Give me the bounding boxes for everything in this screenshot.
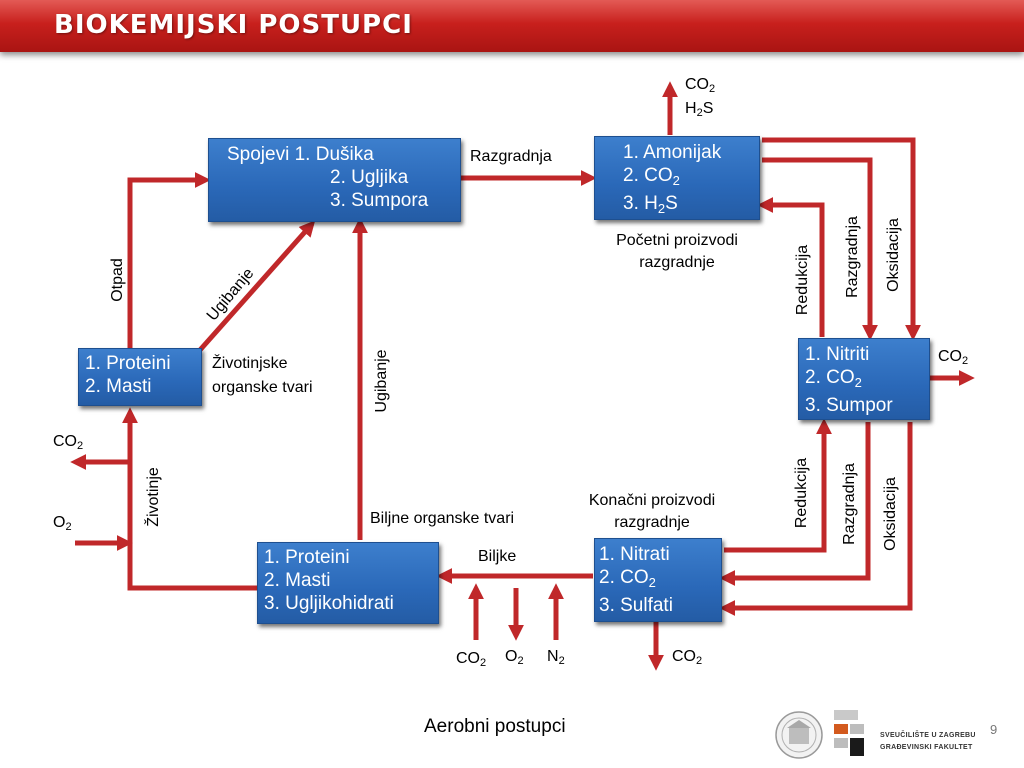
- page-title: BIOKEMIJSKI POSTUPCI: [54, 10, 413, 40]
- label-razgradnja-2: Razgradnja: [841, 463, 858, 545]
- box-nitriti: 1. Nitriti 2. CO2 3. Sumpor: [798, 338, 930, 420]
- amonijak-line1: 1. Amonijak: [623, 142, 722, 163]
- label-konacni: Konačni proizvodi razgradnje: [588, 492, 716, 531]
- box-proteini-left: 1. Proteini 2. Masti: [78, 348, 202, 406]
- label-redukcija-1: Redukcija: [794, 244, 811, 316]
- box-spojevi: Spojevi 1. Dušika 2. Ugljika 3. Sumpora: [208, 138, 461, 222]
- label-zivotinjske: Životinjske organske tvari: [212, 355, 313, 396]
- nitriti-line1: 1. Nitriti: [805, 344, 870, 365]
- faculty-logo: [834, 710, 864, 756]
- amonijak-line3: 3. H2S: [623, 193, 678, 216]
- nitrati-line2: 2. CO2: [599, 567, 656, 590]
- proteini-left-line2: 2. Masti: [85, 376, 152, 397]
- label-razgradnja-1: Razgradnja: [844, 216, 861, 298]
- box-nitrati: 1. Nitrati 2. CO2 3. Sulfati: [594, 538, 722, 622]
- label-o2-left: O2: [53, 514, 72, 533]
- title-bar: BIOKEMIJSKI POSTUPCI: [0, 0, 1024, 52]
- label-co2-right: CO2: [938, 348, 969, 367]
- proteini-bottom-line3: 3. Ugljikohidrati: [264, 593, 394, 614]
- arrow-razgradnja2-down: [719, 422, 871, 587]
- arrow-otpad: [127, 171, 211, 348]
- box-amonijak: 1. Amonijak 2. CO2 3. H2S: [594, 136, 760, 220]
- arrow-oksidacija-down: [762, 137, 922, 341]
- label-pocetni: Početni proizvodi razgradnje: [616, 232, 738, 271]
- label-oksidacija-1: Oksidacija: [885, 218, 902, 292]
- arrow-proteini-to-zivotinje: [121, 407, 257, 591]
- page-number: 9: [990, 722, 998, 737]
- nitrati-line3: 3. Sulfati: [599, 595, 673, 616]
- label-biljne: Biljne organske tvari: [370, 510, 515, 527]
- label-zivotinje: Životinje: [145, 467, 162, 527]
- label-co2-bottom: CO2: [456, 650, 487, 669]
- arrow-redukcija2-up: [724, 418, 833, 553]
- spojevi-line1: Spojevi 1. Dušika: [227, 144, 374, 165]
- arrow-redukcija-up: [757, 196, 825, 337]
- arrow-ugibanje-diag: [198, 220, 316, 352]
- label-oksidacija-2: Oksidacija: [882, 477, 899, 551]
- label-h2s-top: H2S: [685, 100, 714, 119]
- university-seal-logo: [775, 711, 823, 759]
- label-co2-left: CO2: [53, 433, 84, 452]
- label-ugibanje-vertical: Ugibanje: [373, 349, 390, 413]
- label-o2-bottom: O2: [505, 648, 524, 667]
- label-n2-bottom: N2: [547, 648, 565, 667]
- label-co2-top: CO2: [685, 76, 716, 95]
- label-razgradnja-top: Razgradnja: [470, 148, 552, 165]
- box-proteini-bottom: 1. Proteini 2. Masti 3. Ugljikohidrati: [257, 542, 439, 624]
- nitrati-line1: 1. Nitrati: [599, 544, 670, 565]
- proteini-bottom-line2: 2. Masti: [264, 570, 331, 591]
- proteini-bottom-line1: 1. Proteini: [264, 547, 350, 568]
- spojevi-line3: 3. Sumpora: [330, 190, 429, 211]
- amonijak-line2: 2. CO2: [623, 165, 680, 188]
- label-biljke: Biljke: [478, 548, 517, 565]
- label-redukcija-2: Redukcija: [793, 457, 810, 529]
- label-otpad: Otpad: [109, 258, 126, 302]
- arrow-razgradnja-down: [762, 157, 879, 341]
- arrow-oksidacija2-down: [719, 422, 913, 617]
- spojevi-line2: 2. Ugljika: [330, 167, 409, 188]
- label-co2-nitrati: CO2: [672, 648, 703, 667]
- proteini-left-line1: 1. Proteini: [85, 353, 171, 374]
- faculty-text: SVEUČILIŠTE U ZAGREBU GRAĐEVINSKI FAKULT…: [880, 732, 976, 751]
- caption: Aerobni postupci: [424, 716, 566, 737]
- nitriti-line2: 2. CO2: [805, 367, 862, 390]
- nitriti-line3: 3. Sumpor: [805, 395, 893, 416]
